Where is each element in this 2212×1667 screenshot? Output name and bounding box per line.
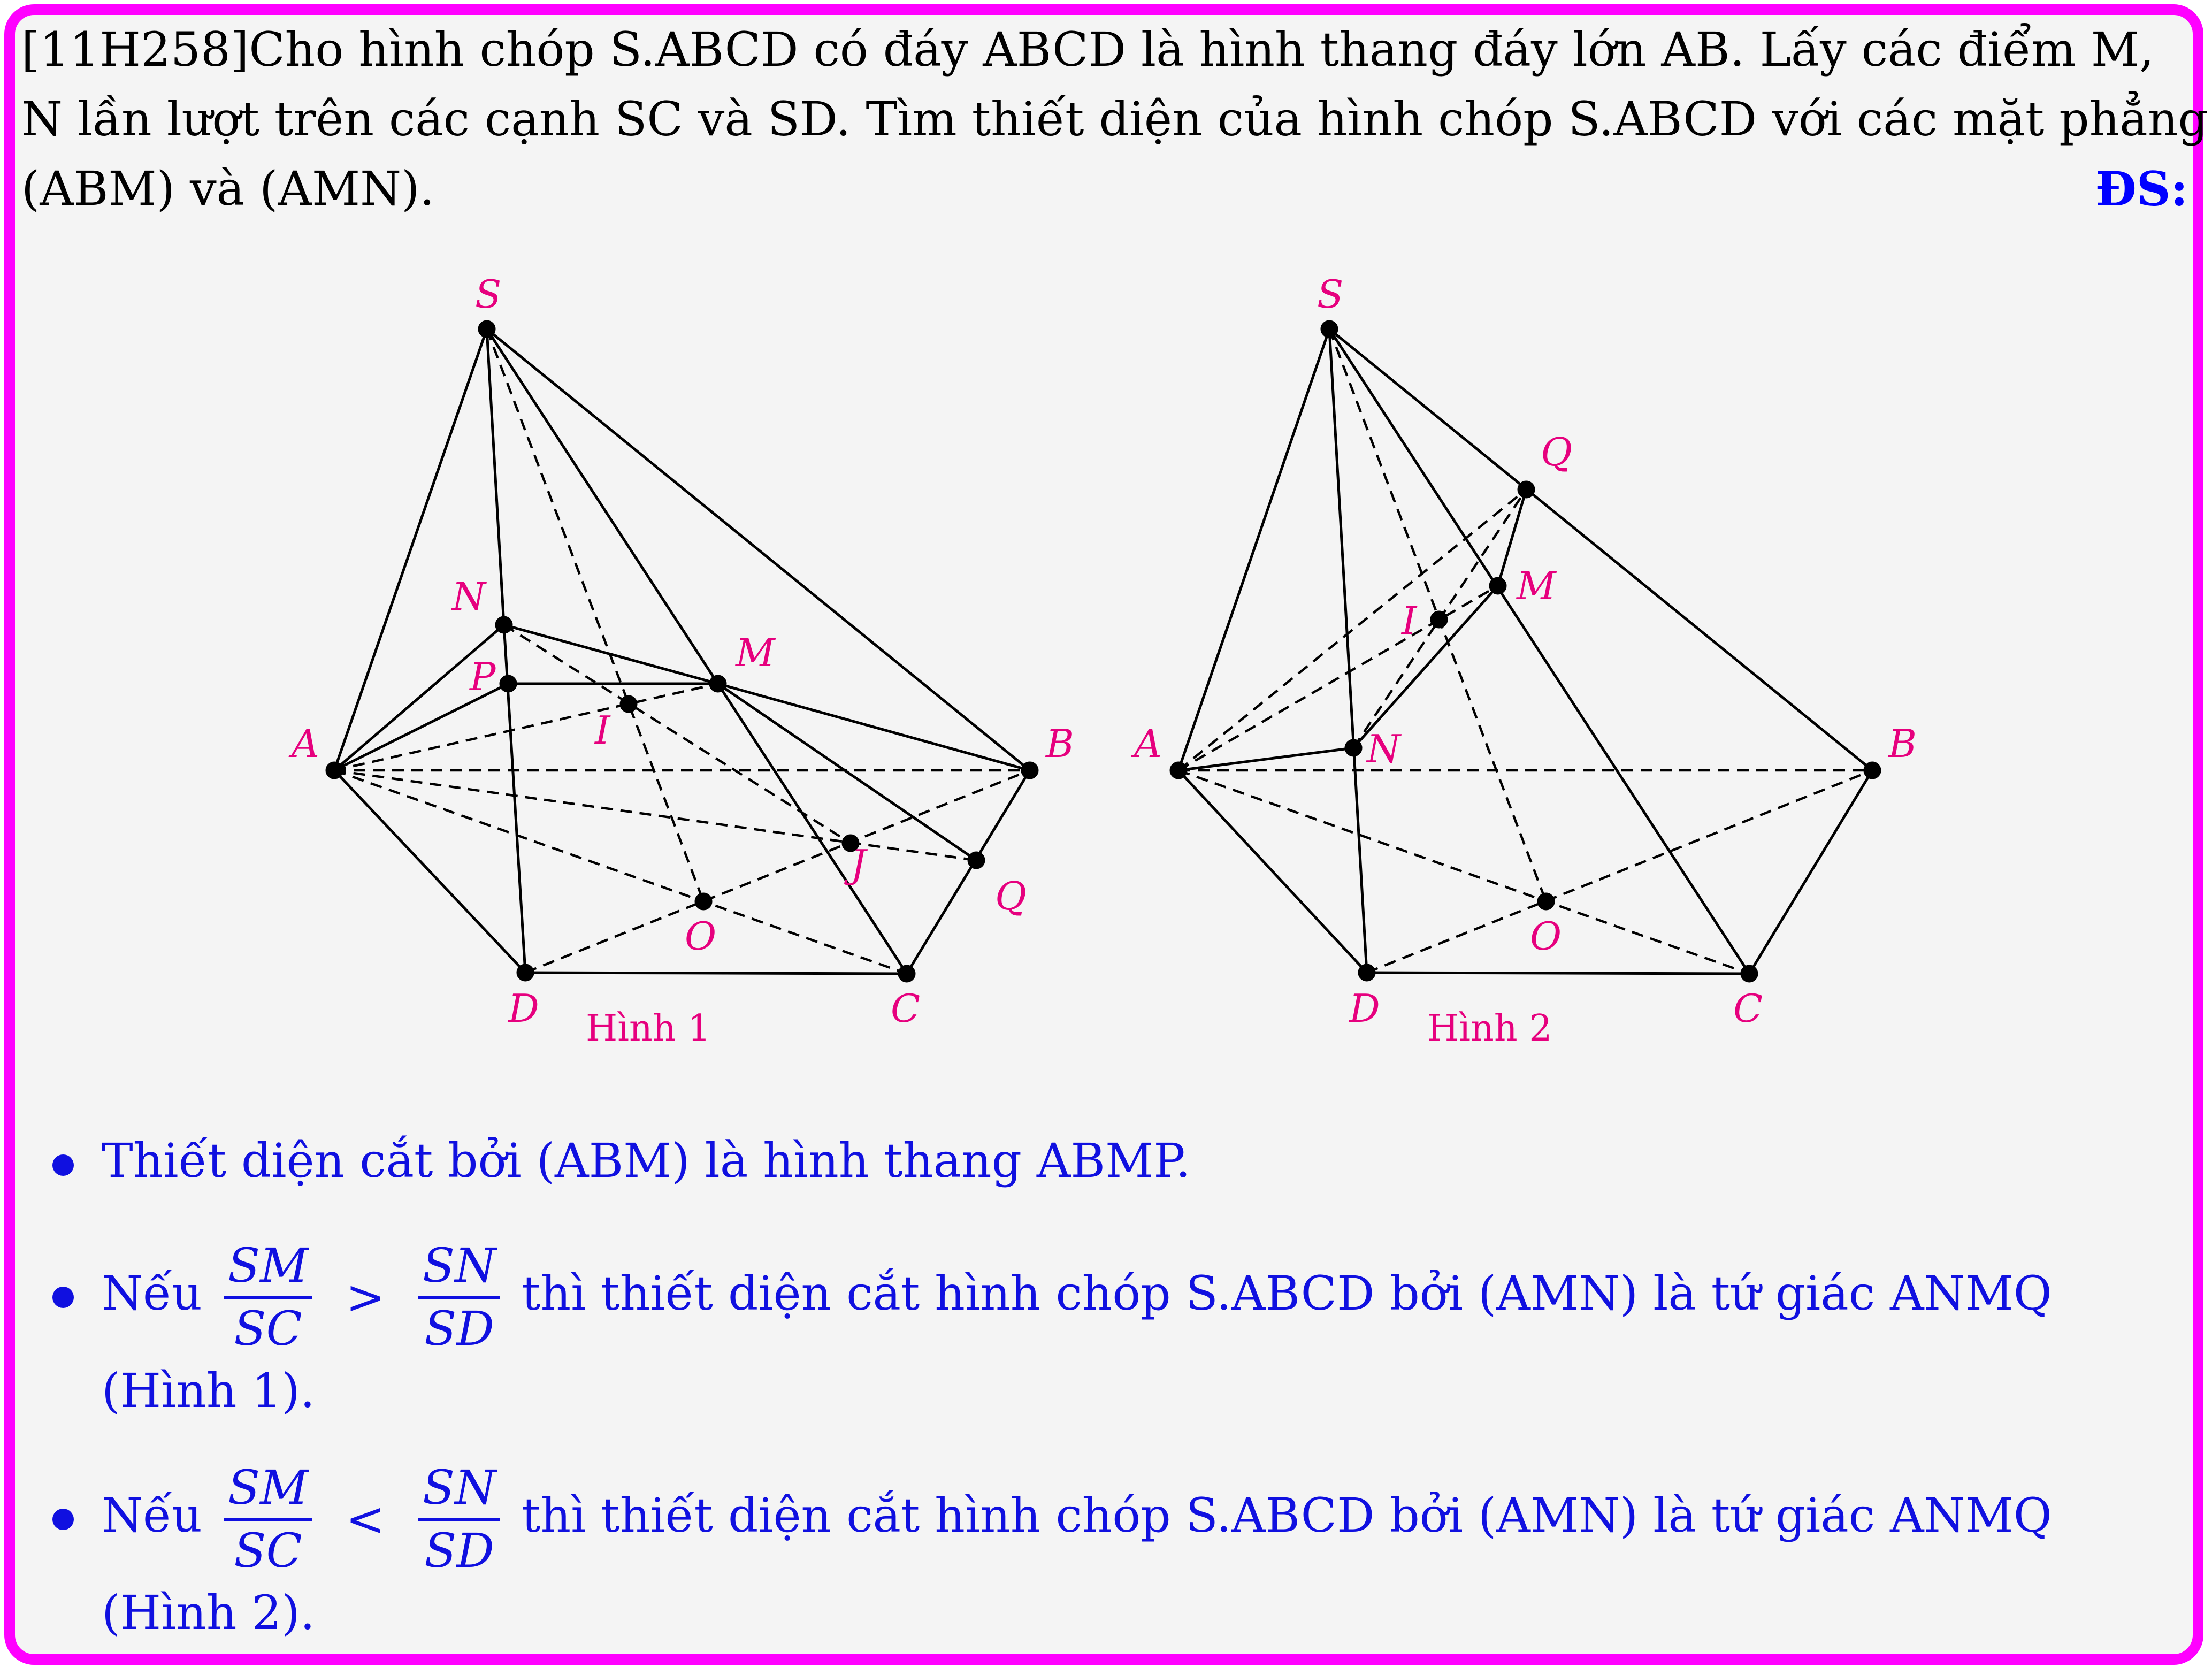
fig2-label-B: B	[1887, 721, 1917, 766]
fig1-label-O: O	[685, 914, 716, 959]
problem-card	[4, 4, 2203, 1665]
fig2-point-S	[1320, 320, 1338, 338]
answer-2-text: thì thiết diện cắt hình chóp S.ABCD bởi …	[522, 1265, 2052, 1321]
fraction-sm-sc: SM SC	[223, 1458, 313, 1581]
problem-statement: [11H258]Cho hình chóp S.ABCD có đáy ABCD…	[21, 15, 2208, 224]
answer-2-prefix: Nếu	[102, 1265, 202, 1321]
fig2-point-N	[1344, 739, 1363, 757]
fig1-point-O	[694, 892, 713, 911]
fig1-label-P: P	[469, 654, 496, 699]
fig1-label-I: I	[594, 708, 611, 753]
fig2-point-Q	[1517, 480, 1535, 499]
answer-1-text: Thiết diện cắt bởi (ABM) là hình thang A…	[102, 1133, 1191, 1188]
comparison-operator: <	[346, 1492, 385, 1547]
fig2-point-M	[1489, 577, 1507, 595]
fig2-label-O: O	[1530, 914, 1562, 959]
fig1-point-I	[619, 695, 638, 713]
fig2-label-M: M	[1516, 563, 1557, 608]
fig1-point-J	[841, 834, 860, 852]
bullet-dot-icon	[52, 1154, 74, 1176]
fraction-numerator: SN	[418, 1458, 501, 1521]
fraction-sm-sc: SM SC	[223, 1236, 313, 1359]
problem-line-3: (ABM) và (AMN).	[21, 161, 435, 216]
fig1-label-A: A	[288, 721, 319, 766]
fig1-label-C: C	[891, 986, 920, 1031]
fig1-label-Q: Q	[995, 874, 1027, 919]
fraction-sn-sd: SN SD	[418, 1458, 501, 1581]
fraction-numerator: SN	[418, 1236, 501, 1299]
fraction-denominator: SD	[424, 1301, 494, 1356]
answer-label: ĐS:	[2095, 161, 2188, 217]
fig1-point-B	[1021, 761, 1039, 779]
comparison-operator: >	[346, 1270, 385, 1325]
bullet-dot-icon	[52, 1287, 74, 1308]
fig1-point-N	[495, 616, 513, 634]
figure-1: S N P M I A B J Q O D C Hình 1	[288, 272, 1074, 1050]
fig2-label-N: N	[1366, 727, 1402, 771]
fig1-label-B: B	[1045, 721, 1074, 766]
figure-2: S Q M I A N B O D C Hình 2	[1131, 272, 1917, 1050]
answer-item-3: Nếu SM SC < SN SD thì thiết diện cắt hìn…	[52, 1458, 2188, 1645]
fig2-label-A: A	[1131, 721, 1162, 766]
answer-item-1: Thiết diện cắt bởi (ABM) là hình thang A…	[52, 1129, 2188, 1193]
fig1-label-S: S	[475, 272, 501, 317]
fig2-point-A	[1169, 761, 1188, 779]
fig2-point-B	[1863, 761, 1881, 779]
answer-item-2: Nếu SM SC > SN SD thì thiết diện cắt hìn…	[52, 1236, 2188, 1423]
fig2-point-O	[1537, 892, 1555, 911]
fig2-label-S: S	[1317, 272, 1343, 317]
fraction-denominator: SC	[234, 1523, 302, 1578]
answer-3-prefix: Nếu	[102, 1487, 202, 1543]
fig1-point-D	[516, 964, 534, 982]
problem-line-2: N lần lượt trên các cạnh SC và SD. Tìm t…	[21, 91, 2208, 147]
problem-line-1: [11H258]Cho hình chóp S.ABCD có đáy ABCD…	[21, 22, 2154, 77]
fraction-sn-sd: SN SD	[418, 1236, 501, 1359]
fig1-point-A	[325, 761, 343, 779]
fig2-label-C: C	[1733, 986, 1763, 1031]
bullet-dot-icon	[52, 1509, 74, 1530]
fig1-label-D: D	[507, 986, 539, 1031]
fig1-label-N: N	[451, 574, 487, 619]
fig1-point-Q	[967, 851, 985, 869]
fraction-denominator: SC	[234, 1301, 302, 1356]
fig2-label-D: D	[1348, 986, 1380, 1031]
fig2-caption: Hình 2	[1427, 1007, 1552, 1050]
fraction-denominator: SD	[424, 1523, 494, 1578]
fig1-point-C	[898, 965, 916, 983]
fig1-point-P	[499, 675, 517, 693]
fig1-caption: Hình 1	[586, 1007, 711, 1050]
fig1-point-M	[709, 675, 727, 693]
fig2-label-I: I	[1400, 598, 1418, 643]
fig2-point-I	[1430, 610, 1448, 629]
answer-3-figure-ref: (Hình 2).	[102, 1585, 315, 1640]
fig2-point-C	[1740, 965, 1758, 983]
fig2-label-Q: Q	[1541, 430, 1572, 475]
fig1-label-M: M	[734, 630, 776, 675]
fig1-point-S	[478, 320, 496, 338]
answer-2-figure-ref: (Hình 1).	[102, 1363, 315, 1418]
answer-3-text: thì thiết diện cắt hình chóp S.ABCD bởi …	[522, 1487, 2052, 1543]
fraction-numerator: SM	[223, 1236, 313, 1299]
fig2-point-D	[1358, 964, 1376, 982]
fraction-numerator: SM	[223, 1458, 313, 1521]
